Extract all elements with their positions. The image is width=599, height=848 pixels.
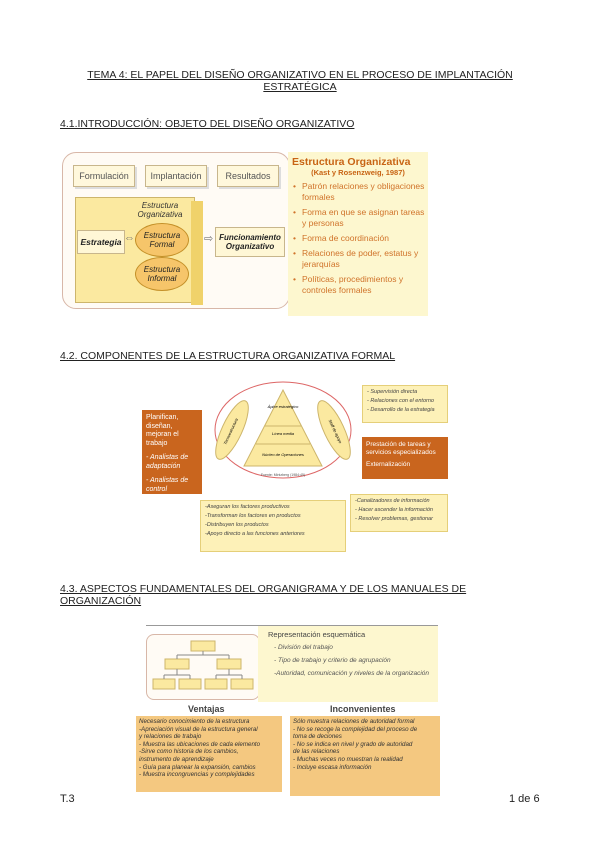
right-arrow-icon: ⇨: [204, 233, 214, 245]
design-figure: Formulación Implantación Resultados Estr…: [62, 152, 290, 309]
footer-left: T.3: [60, 793, 75, 805]
panel-title: Estructura Organizativa: [292, 156, 411, 168]
title-line-2: ESTRATÉGICA: [263, 81, 337, 93]
panel-subtitle: (Kast y Rosenzweig, 1987): [311, 168, 405, 177]
tecnoestructura-box: Planifican, diseñan, mejoran el trabajo …: [142, 410, 202, 494]
nucleo-note: -Aseguran los factores productivos-Trans…: [200, 500, 346, 552]
staff-box: Prestación de tareas y servicios especia…: [362, 437, 448, 479]
apex-note: - Supervisión directa- Relaciones con el…: [362, 385, 448, 423]
representacion-box: Representación esquemática - División de…: [258, 626, 438, 702]
estrategia-box: Estrategia: [77, 230, 125, 254]
structure-block-side: [191, 201, 203, 305]
estructura-panel: Estructura Organizativa (Kast y Rosenzwe…: [288, 152, 428, 316]
bullet-item: Patrón relaciones y obligaciones formale…: [293, 181, 428, 203]
mintzberg-diagram: Ápice estratégico Línea media Núcleo de …: [214, 381, 352, 479]
linea-note: -Canalizadores de información- Hacer asc…: [350, 494, 448, 532]
inconvenientes-list: Sólo muestra relaciones de autoridad for…: [290, 716, 440, 796]
ventajas-heading: Ventajas: [188, 704, 225, 714]
formulacion-box: Formulación: [73, 165, 135, 187]
resultados-box: Resultados: [217, 165, 279, 187]
figure-caption: Fuente: Mintzberg (1984:45): [261, 473, 305, 477]
section-heading-4-3: 4.3. ASPECTOS FUNDAMENTALES DEL ORGANIGR…: [60, 583, 467, 607]
page-number: 1 de 6: [509, 793, 540, 805]
apex-label: Ápice estratégico: [267, 404, 299, 409]
inconvenientes-heading: Inconvenientes: [330, 704, 396, 714]
nucleo-label: Núcleo de Operaciones: [262, 452, 304, 457]
ventajas-list: Necesario conocimiento de la estructura-…: [136, 716, 282, 792]
bullet-item: Forma de coordinación: [293, 233, 428, 244]
bullet-item: Relaciones de poder, estatus y jerarquía…: [293, 248, 428, 270]
linea-label: Línea media: [272, 431, 295, 436]
section-heading-4-2: 4.2. COMPONENTES DE LA ESTRUCTURA ORGANI…: [60, 350, 396, 362]
implantacion-box: Implantación: [145, 165, 207, 187]
divider: [146, 625, 438, 626]
double-arrow-icon: ⇔: [124, 232, 135, 244]
bullet-item: Forma en que se asignan tareas y persona…: [293, 207, 428, 229]
section-heading-4-1: 4.1.INTRODUCCIÓN: OBJETO DEL DISEÑO ORGA…: [60, 118, 355, 130]
organigram-icon: [146, 634, 260, 700]
title-line-1: TEMA 4: EL PAPEL DEL DISEÑO ORGANIZATIVO…: [87, 69, 513, 81]
document-title: TEMA 4: EL PAPEL DEL DISEÑO ORGANIZATIVO…: [60, 69, 540, 93]
bullet-item: Políticas, procedimientos y controles fo…: [293, 274, 428, 296]
